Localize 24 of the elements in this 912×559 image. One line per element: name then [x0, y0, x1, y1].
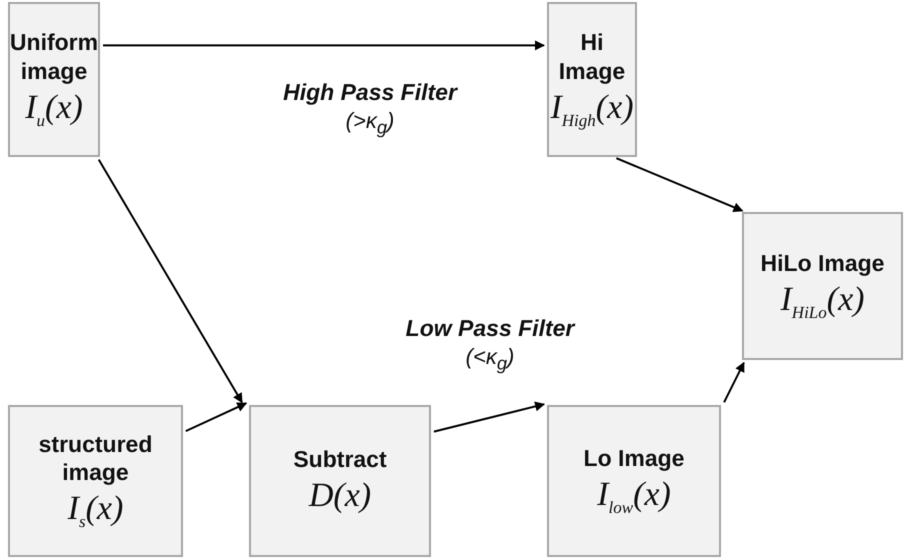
box-title: Lo Image — [584, 444, 684, 473]
arrow — [98, 159, 243, 404]
arrow — [103, 40, 545, 50]
formula: I$_{low}$(x) — [597, 474, 671, 518]
formula: I$_{High}$(x) — [550, 88, 634, 131]
box-title: HiLo Image — [760, 249, 884, 278]
process-box — [8, 2, 100, 157]
box-title: Uniform image — [10, 28, 98, 86]
arrow — [434, 402, 546, 433]
formula: I$_{u}$(x) — [25, 88, 83, 131]
formula: D(x) — [308, 476, 372, 516]
process-box — [742, 212, 903, 360]
process-box — [547, 2, 637, 157]
box-title: Hi Image — [558, 28, 626, 86]
process-box — [547, 405, 721, 557]
arrow — [723, 362, 745, 403]
formula: I$_{s}$(x) — [68, 489, 124, 532]
process-box — [249, 405, 431, 557]
formula: I$_{HiLo}$(x) — [780, 280, 865, 323]
arrow — [616, 157, 744, 212]
process-box — [8, 405, 183, 557]
box-title: Subtract — [293, 445, 387, 474]
box-title: structured image — [38, 430, 154, 488]
arrow — [185, 402, 248, 432]
